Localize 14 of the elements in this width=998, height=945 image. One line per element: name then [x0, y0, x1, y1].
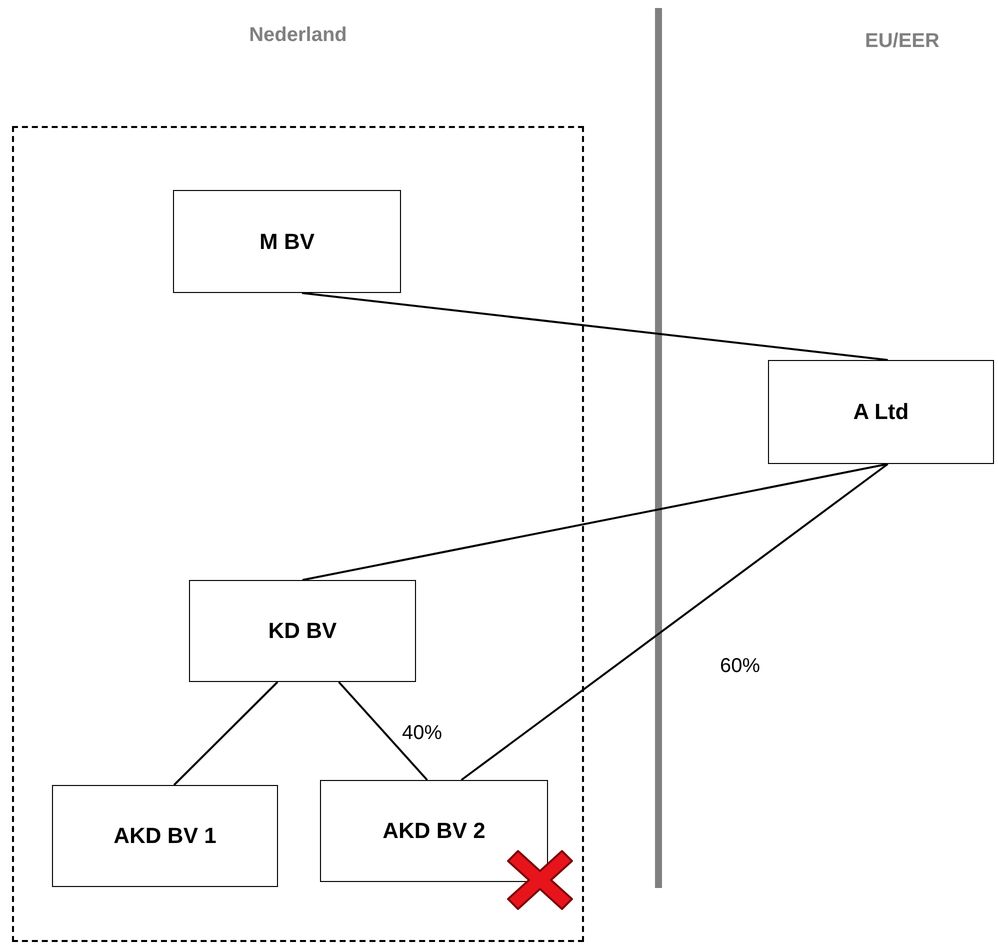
connector-line: [173, 681, 278, 786]
connector-line: [338, 681, 428, 781]
entity-box: A Ltd: [768, 360, 994, 464]
entity-box: AKD BV 2: [320, 780, 548, 882]
region-heading: Nederland: [248, 24, 348, 47]
connector-line: [302, 292, 888, 361]
edge-label: 60%: [720, 655, 760, 678]
entity-box: M BV: [173, 190, 401, 293]
connector-line: [460, 463, 888, 781]
connector-line: [302, 463, 888, 581]
edge-label: 40%: [402, 722, 442, 745]
region-heading: EU/EER: [865, 30, 940, 53]
entity-box: AKD BV 1: [52, 785, 278, 887]
entity-box: KD BV: [189, 580, 416, 682]
